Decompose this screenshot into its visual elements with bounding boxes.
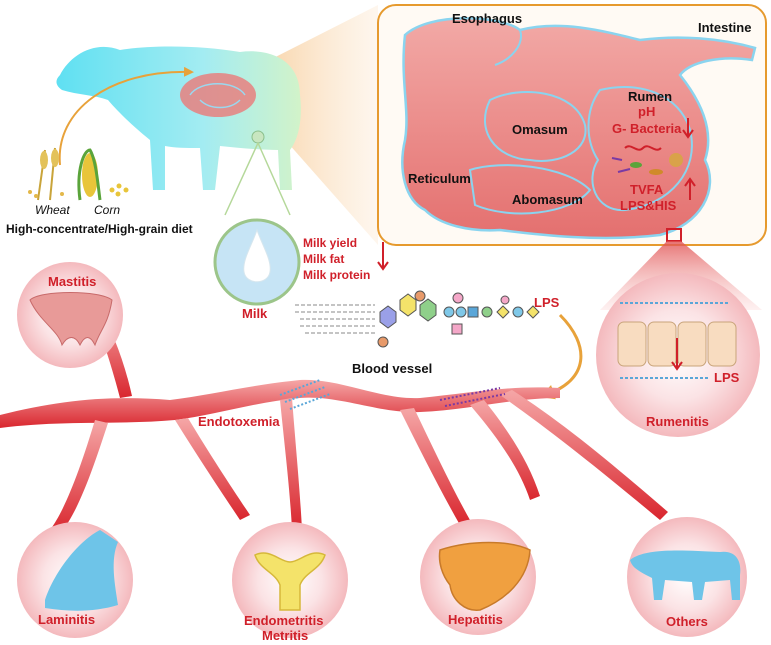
- mastitis-circle: [17, 262, 123, 368]
- rumenitis-lps-label: LPS: [714, 370, 740, 385]
- others-circle: [627, 517, 747, 637]
- intestine-label: Intestine: [698, 20, 752, 35]
- lps-his-label: LPS&HIS: [620, 198, 677, 213]
- endometritis-circle: [232, 522, 348, 638]
- laminitis-label: Laminitis: [38, 612, 96, 627]
- milk-effect-3: Milk protein: [303, 268, 371, 282]
- milk-effect-1: Milk yield: [303, 236, 358, 250]
- milk-zoom-lines: [224, 142, 291, 216]
- stomach-illustration: [401, 17, 757, 240]
- endotoxemia-label: Endotoxemia: [198, 414, 280, 429]
- others-label: Others: [666, 614, 708, 629]
- blood-vessel-label: Blood vessel: [352, 361, 433, 376]
- bacteria-label: G- Bacteria: [612, 121, 682, 136]
- bacteria-icon: [611, 145, 683, 175]
- endometritis-label: Endometritis: [244, 613, 324, 628]
- tvfa-label: TVFA: [630, 182, 664, 197]
- diet-caption: High-concentrate/High-grain diet: [6, 222, 193, 236]
- lps-label: LPS: [534, 295, 560, 310]
- ph-label: pH: [638, 104, 656, 119]
- milk-drop-icon: [243, 228, 271, 283]
- lps-molecule-icon: [295, 290, 540, 348]
- abomasum-label: Abomasum: [512, 192, 583, 207]
- rumen-label: Rumen: [628, 89, 673, 104]
- endotoxin-particles: [279, 379, 506, 410]
- wheat-label: Wheat: [35, 203, 70, 217]
- corn-icon: [77, 148, 129, 201]
- milk-effect-2: Milk fat: [303, 252, 345, 266]
- hepatitis-circle: [420, 519, 536, 635]
- lps-to-blood-arrow: [539, 313, 583, 400]
- wheat-icon: [28, 147, 64, 201]
- hepatitis-label: Hepatitis: [448, 612, 503, 627]
- omasum-label: Omasum: [512, 122, 568, 137]
- diet-arrow: [58, 66, 194, 166]
- rumenitis-circle: [596, 273, 760, 437]
- metritis-label: Metritis: [262, 628, 309, 643]
- esophagus-label: Esophagus: [452, 11, 523, 26]
- corn-label: Corn: [94, 203, 121, 217]
- reticulum-label: Reticulum: [408, 171, 471, 186]
- laminitis-circle: [17, 522, 133, 638]
- mastitis-label: Mastitis: [48, 274, 97, 289]
- cow-illustration: [56, 46, 301, 191]
- rumenitis-label: Rumenitis: [646, 414, 709, 429]
- blood-vessel: [0, 306, 668, 534]
- milk-label: Milk: [242, 306, 268, 321]
